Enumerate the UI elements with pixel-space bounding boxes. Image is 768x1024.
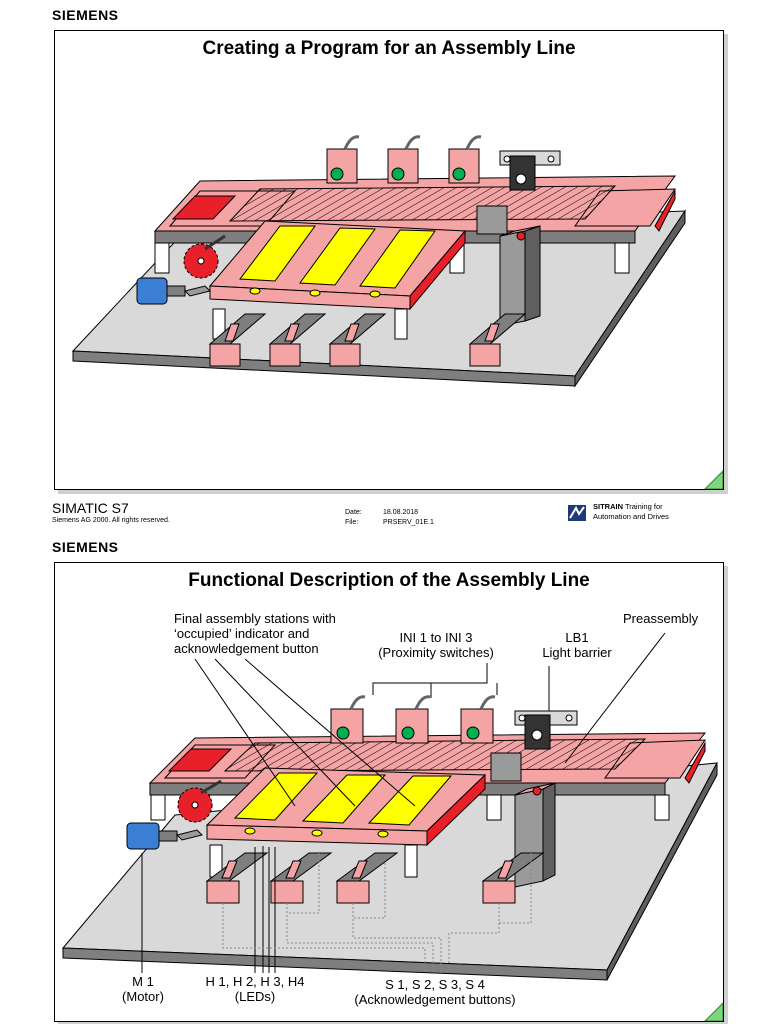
product-name: SIMATIC S7 xyxy=(52,500,129,516)
sitrain-logo-icon xyxy=(568,505,586,521)
slide-corner-marker-1 xyxy=(704,470,723,489)
label-preassembly: Preassembly xyxy=(623,611,699,626)
label-lb1-line2: Light barrier xyxy=(542,645,612,660)
sitrain-tag1: Training for xyxy=(624,502,663,511)
assembly-line-drawing-2 xyxy=(61,695,718,981)
assembly-line-drawing xyxy=(71,135,686,388)
label-buttons-line1: S 1, S 2, S 3, S 4 xyxy=(385,977,485,992)
sitrain-text: SITRAIN Training for Automation and Driv… xyxy=(593,502,669,522)
label-final-stations-line3: acknowledgement button xyxy=(174,641,319,656)
siemens-logo-top: SIEMENS xyxy=(52,7,119,23)
label-ini-line1: INI 1 to INI 3 xyxy=(399,630,473,645)
label-motor-line1: M 1 xyxy=(132,974,154,989)
sitrain-tag2: Automation and Drives xyxy=(593,512,669,521)
siemens-logo-bottom: SIEMENS xyxy=(52,539,119,555)
annotation-lines xyxy=(141,632,666,973)
assembly-line-illustration-1 xyxy=(71,135,686,388)
label-buttons-line2: (Acknowledgement buttons) xyxy=(354,992,516,1007)
sitrain-name: SITRAIN xyxy=(593,502,623,511)
slide-2-frame: Functional Description of the Assembly L… xyxy=(54,562,724,1022)
file-label: File: xyxy=(345,519,359,526)
label-final-stations-line2: ‘occupied’ indicator and xyxy=(174,626,310,641)
date-value: 18.08.2018 xyxy=(383,509,419,516)
slide-corner-marker-2 xyxy=(704,1002,723,1021)
label-leds-line1: H 1, H 2, H 3, H4 xyxy=(205,974,305,989)
slide-1-frame: Creating a Program for an Assembly Line xyxy=(54,30,724,490)
footer-meta: Date: 18.08.2018 File: PRSERV_01E.1 xyxy=(345,508,434,528)
assembly-line-illustration-2 xyxy=(61,632,718,981)
date-label: Date: xyxy=(345,509,362,516)
label-proximity-switches: INI 1 to INI 3 (Proximity switches) xyxy=(371,630,501,660)
file-value: PRSERV_01E.1 xyxy=(383,519,434,526)
label-light-barrier: LB1 Light barrier xyxy=(533,630,621,660)
label-leds: H 1, H 2, H 3, H4 (LEDs) xyxy=(195,974,315,1004)
label-lb1-line1: LB1 xyxy=(565,630,589,645)
slide-1-title: Creating a Program for an Assembly Line xyxy=(202,38,576,59)
label-motor-line2: (Motor) xyxy=(122,989,164,1004)
slide-2-title: Functional Description of the Assembly L… xyxy=(188,570,590,591)
label-motor: M 1 (Motor) xyxy=(113,974,173,1004)
button-wiring xyxy=(222,853,532,973)
label-final-stations: Final assembly stations with ‘occupied’ … xyxy=(174,611,336,656)
copyright: Siemens AG 2000. All rights reserved. xyxy=(52,517,170,524)
label-ini-line2: (Proximity switches) xyxy=(378,645,494,660)
footer-left: SIMATIC S7 Siemens AG 2000. All rights r… xyxy=(52,500,170,524)
label-ack-buttons: S 1, S 2, S 3, S 4 (Acknowledgement butt… xyxy=(335,977,535,1007)
label-final-stations-line1: Final assembly stations with xyxy=(174,611,336,626)
label-leds-line2: (LEDs) xyxy=(234,989,276,1004)
